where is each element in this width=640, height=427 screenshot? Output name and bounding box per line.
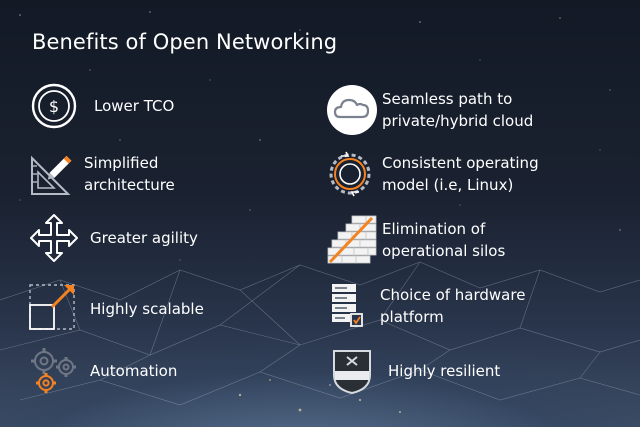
benefit-item-highly-resilient: Highly resilient bbox=[326, 345, 500, 397]
server-rack-icon bbox=[332, 284, 363, 327]
shield-icon bbox=[333, 350, 371, 395]
benefit-item-cloud-path: Seamless path to private/hybrid cloud bbox=[326, 84, 533, 136]
dollar-circle-icon: $ bbox=[31, 83, 77, 129]
page-title: Benefits of Open Networking bbox=[32, 30, 338, 54]
ruler-pencil-icon bbox=[31, 155, 72, 195]
benefit-item-eliminate-silos: Elimination of operational silos bbox=[326, 214, 505, 266]
benefit-item-lower-tco: $ Lower TCO bbox=[28, 80, 174, 132]
benefit-item-automation: Automation bbox=[28, 345, 177, 397]
benefit-label: Greater agility bbox=[90, 229, 198, 247]
gears-icon bbox=[31, 348, 76, 393]
benefit-label: Highly scalable bbox=[90, 300, 204, 318]
benefit-label: Lower TCO bbox=[94, 97, 175, 115]
benefit-label: Highly resilient bbox=[388, 362, 501, 380]
benefit-label: Automation bbox=[90, 362, 178, 380]
benefit-item-greater-agility: Greater agility bbox=[28, 212, 198, 264]
benefit-item-highly-scalable: Highly scalable bbox=[28, 283, 204, 335]
gear-circle-icon bbox=[329, 151, 371, 197]
benefit-item-simplified-architecture: Simplified architecture bbox=[28, 148, 175, 200]
benefit-label: Seamless path to private/hybrid cloud bbox=[382, 90, 534, 130]
resize-icon bbox=[29, 284, 75, 330]
benefit-label: Consistent operating model (i.e, Linux) bbox=[382, 154, 539, 194]
benefit-label: Simplified architecture bbox=[84, 154, 175, 194]
benefit-label: Choice of hardware platform bbox=[380, 286, 526, 326]
benefit-item-hardware-choice: Choice of hardware platform bbox=[326, 280, 525, 332]
move-arrows-icon bbox=[30, 214, 78, 262]
brick-wall-icon bbox=[327, 215, 377, 264]
cloud-icon bbox=[327, 85, 377, 135]
benefit-item-consistent-model: Consistent operating model (i.e, Linux) bbox=[324, 148, 539, 200]
svg-text:$: $ bbox=[49, 97, 59, 116]
benefit-label: Elimination of operational silos bbox=[382, 220, 506, 260]
